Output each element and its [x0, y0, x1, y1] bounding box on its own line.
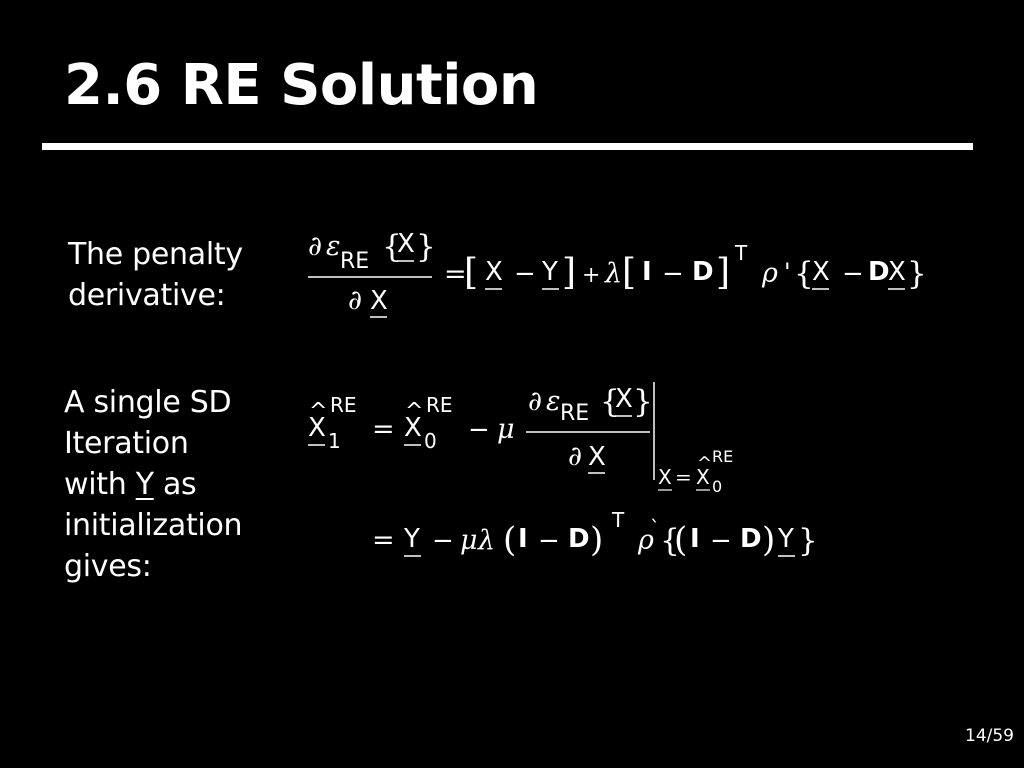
- eq1-d-2: D: [868, 257, 890, 287]
- eq1-x-num: X: [397, 229, 415, 259]
- eq1-rbracket-2: ]: [716, 252, 730, 293]
- page-number: 14/59: [965, 726, 1014, 746]
- eq1-x-3: X: [888, 257, 906, 287]
- slide-title: 2.6 RE Solution: [64, 53, 539, 118]
- sd-label-y-variable: Y: [135, 467, 154, 502]
- eq1-transpose: T: [734, 241, 748, 265]
- penalty-derivative-equation: ∂ ε RE { X } ∂ X = [ X − Y ] + λ [ I − D…: [308, 229, 927, 318]
- eq2-re-sup-0: RE: [426, 393, 453, 417]
- penalty-label-line-1: The penalty: [68, 237, 243, 272]
- eq1-equals: =: [444, 259, 467, 290]
- eq1-rho: ρ: [761, 258, 778, 289]
- sd-iteration-equation: ^ X RE 1 = ^ X RE 0 − μ ∂ ε RE { X } ∂ X…: [308, 382, 733, 496]
- eq3-identity-1: I: [518, 524, 528, 554]
- eq1-plus: +: [582, 263, 600, 288]
- eq1-prime: ': [784, 258, 791, 286]
- eq3-lambda: λ: [477, 525, 495, 556]
- eq2-x-den: X: [588, 442, 606, 472]
- sd-label-line-4: initialization: [64, 508, 243, 543]
- eq2-xhat-1: X: [308, 413, 326, 443]
- eq1-lambda: λ: [604, 258, 622, 289]
- eq3-rho: ρ: [637, 525, 654, 556]
- eq1-rbracket: ]: [562, 252, 576, 293]
- sd-label-line-3-suffix: as: [153, 467, 197, 502]
- eq3-equals: =: [372, 525, 395, 556]
- eq2-re-sub: RE: [560, 401, 589, 426]
- eq3-rparen-2: ): [762, 520, 775, 560]
- eq1-x-1: X: [485, 257, 503, 287]
- eq3-lparen-2: (: [674, 520, 687, 560]
- eq1-x-den: X: [370, 286, 388, 316]
- penalty-derivative-label: The penalty derivative:: [68, 234, 243, 316]
- eq1-identity: I: [642, 257, 652, 287]
- eq2-eval-xhat: X: [696, 465, 710, 489]
- eq3-rparen-1: ): [590, 520, 603, 560]
- eq1-minus-2: −: [662, 259, 684, 289]
- eq1-re-sub: RE: [340, 249, 369, 274]
- eq2-epsilon: ε: [546, 386, 561, 417]
- eq1-minus-3: −: [842, 259, 864, 289]
- eq2-equals: =: [372, 414, 395, 445]
- eq1-epsilon: ε: [326, 231, 341, 262]
- eq1-x-2: X: [812, 257, 830, 287]
- sd-label-line-3: with Y as: [64, 464, 242, 505]
- eq1-lbracket: [: [464, 252, 478, 293]
- eq1-y: Y: [541, 257, 558, 287]
- eq1-rbrace: }: [416, 229, 436, 265]
- eq2-eval-sub: 0: [712, 477, 722, 496]
- eq3-d-2: D: [740, 524, 762, 554]
- eq1-partial-den: ∂: [348, 285, 362, 316]
- sd-label-line-3-prefix: with: [64, 467, 136, 502]
- eq2-eval-x: X: [658, 465, 672, 489]
- title-underline-rule: [42, 143, 973, 150]
- eq1-partial-num: ∂: [308, 231, 322, 262]
- eq3-rbrace: }: [798, 523, 818, 559]
- eq3-lparen-1: (: [503, 520, 516, 560]
- eq3-identity-2: I: [690, 524, 700, 554]
- eq2-mu: μ: [497, 414, 515, 445]
- eq3-y: Y: [403, 524, 420, 554]
- eq2-re-sup-1: RE: [330, 393, 357, 417]
- eq3-minus-3: −: [710, 526, 732, 556]
- eq2-minus: −: [468, 415, 490, 445]
- eq3-minus-2: −: [538, 526, 560, 556]
- eq3-d-1: D: [568, 524, 590, 554]
- eq3-y-2: Y: [777, 524, 794, 554]
- eq2-eval-eq: =: [675, 465, 692, 489]
- eq2-eval-hat: ^: [697, 453, 712, 474]
- sd-label-line-1: A single SD: [64, 385, 232, 420]
- eq2-eval-re: RE: [712, 447, 733, 466]
- eq2-sub-1: 1: [328, 429, 341, 453]
- eq1-d: D: [692, 257, 714, 287]
- eq2-partial-num: ∂: [528, 386, 542, 417]
- eq2-xhat-0: X: [404, 413, 422, 443]
- eq3-lbrace: {: [660, 523, 680, 559]
- eq3-mu: μ: [460, 525, 478, 556]
- sd-label-line-2: Iteration: [64, 426, 189, 461]
- eq2-x-num: X: [615, 384, 633, 414]
- penalty-label-line-2: derivative:: [68, 278, 226, 313]
- single-sd-iteration-label: A single SD Iteration with Y as initiali…: [64, 382, 243, 587]
- eq3-transpose: T: [611, 508, 625, 532]
- eq3-grave: `: [650, 516, 660, 540]
- eq1-lbrace-2: {: [794, 256, 814, 292]
- eq1-lbracket-2: [: [622, 252, 636, 293]
- eq2-rbrace: }: [633, 384, 653, 420]
- eq1-lbrace: {: [382, 229, 402, 265]
- eq1-rbrace-2: }: [907, 256, 927, 292]
- eq2-partial-den: ∂: [568, 441, 582, 472]
- sd-result-equation: = Y − μ λ ( I − D ) T ρ ` { ( I − D ) Y …: [372, 508, 818, 560]
- eq1-minus-1: −: [514, 259, 536, 289]
- eq2-hat-1: ^: [309, 399, 327, 424]
- sd-label-line-5: gives:: [64, 549, 152, 584]
- eq2-sub-0: 0: [424, 429, 437, 453]
- eq2-hat-0: ^: [405, 399, 423, 424]
- eq2-lbrace: {: [600, 384, 620, 420]
- eq3-minus-1: −: [432, 526, 454, 556]
